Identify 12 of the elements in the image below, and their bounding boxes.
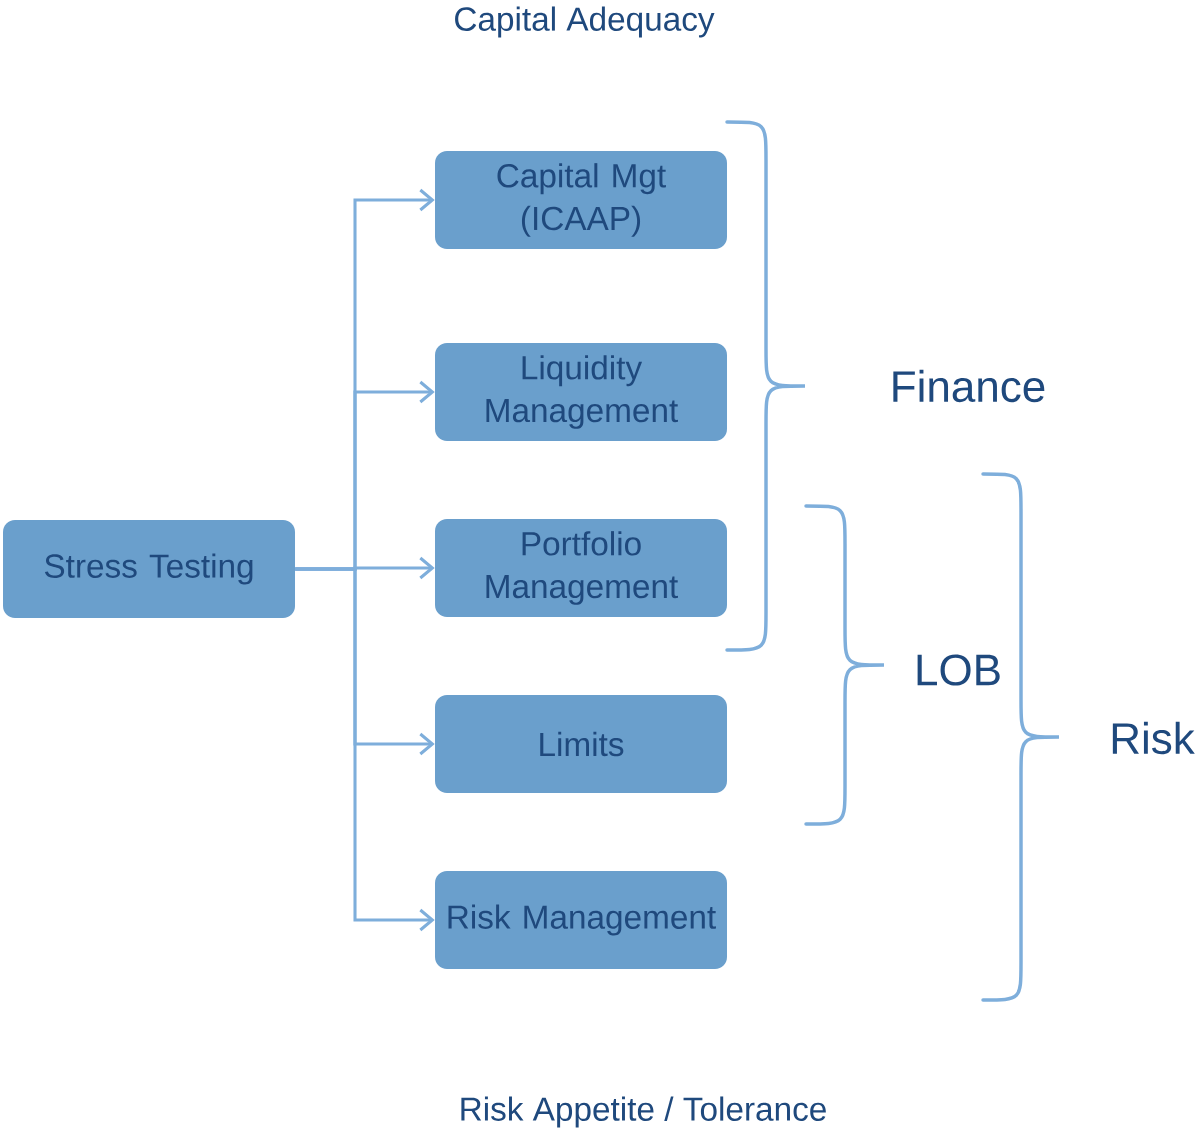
title: Capital Adequacy xyxy=(455,6,715,38)
process-box: Limits xyxy=(435,695,727,793)
brace-label: LOB xyxy=(917,654,1000,686)
caption: Risk Appetite / Tolerance xyxy=(461,1096,826,1128)
process-box: Liquidity Management xyxy=(435,343,727,441)
process-box: Capital Mgt (ICAAP) xyxy=(435,151,727,249)
process-box: Risk Management xyxy=(435,871,727,969)
process-box: Stress Testing xyxy=(3,520,295,618)
brace-label: Finance xyxy=(893,369,1045,403)
process-box: Portfolio Management xyxy=(435,519,727,617)
brace-label: Risk xyxy=(1112,721,1195,755)
arrow xyxy=(295,567,435,932)
